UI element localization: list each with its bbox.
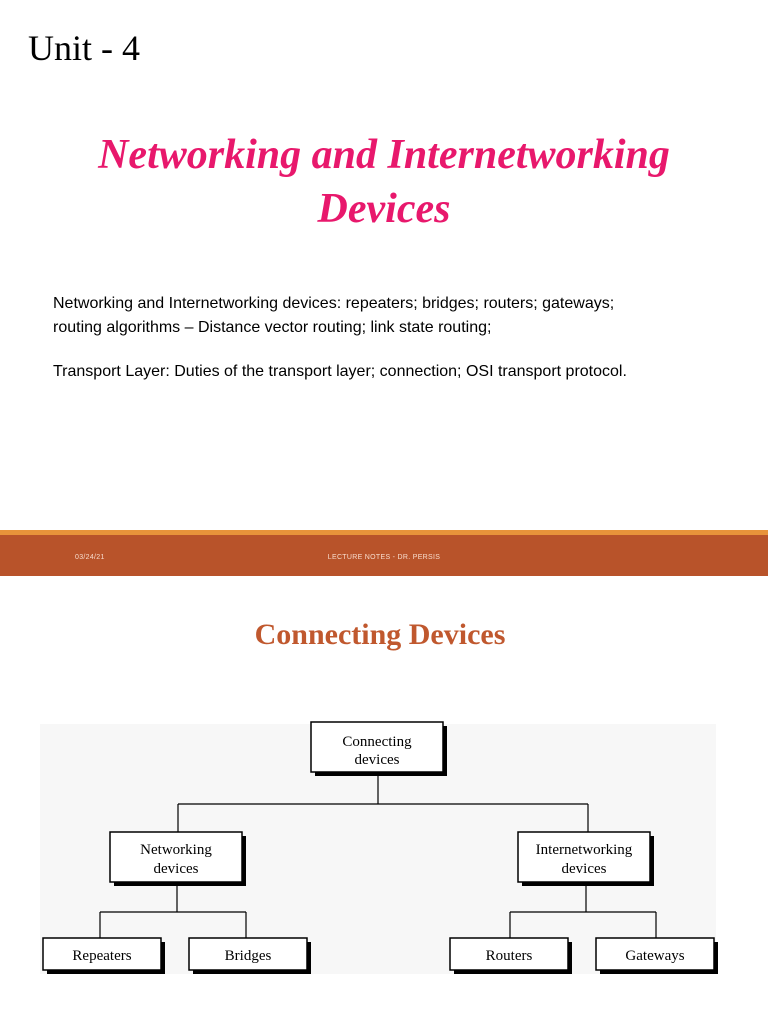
node-routers: Routers xyxy=(449,937,572,974)
node-bridges-label: Bridges xyxy=(225,948,272,964)
node-connecting-devices: Connecting devices xyxy=(310,721,447,776)
node-gateways: Gateways xyxy=(595,937,718,974)
node-internetworking-devices: Internetworking devices xyxy=(517,831,654,886)
node-repeaters: Repeaters xyxy=(42,937,165,974)
footer-date: 03/24/21 xyxy=(75,554,105,561)
node-networking-line-2: devices xyxy=(154,861,199,877)
main-title: Networking and Internetworking Devices xyxy=(0,128,768,236)
syllabus-line-3: Transport Layer: Duties of the transport… xyxy=(53,363,627,380)
node-bridges: Bridges xyxy=(188,937,311,974)
slide-footer: LECTURE NOTES - DR. PERSIS 03/24/21 xyxy=(0,530,768,576)
node-networking-line-1: Networking xyxy=(140,842,212,858)
main-title-line-2: Devices xyxy=(317,186,451,232)
node-routers-label: Routers xyxy=(486,948,533,964)
footer-accent-line xyxy=(0,530,768,535)
connecting-devices-diagram: Connecting devices Networking devices In… xyxy=(42,721,718,974)
node-repeaters-label: Repeaters xyxy=(72,948,131,964)
node-gateways-label: Gateways xyxy=(625,948,684,964)
slide-2-title: Connecting Devices xyxy=(254,618,506,651)
main-title-line-1: Networking and Internetworking xyxy=(98,132,670,178)
footer-notes: LECTURE NOTES - DR. PERSIS xyxy=(327,554,441,561)
node-connecting-devices-line-2: devices xyxy=(355,752,400,768)
node-internetworking-line-2: devices xyxy=(562,861,607,877)
node-networking-devices: Networking devices xyxy=(109,831,246,886)
slide-1: Unit - 4 Networking and Internetworking … xyxy=(0,28,768,384)
slide-2: Connecting Devices Connecting devices xyxy=(0,576,768,1024)
syllabus-text: Networking and Internetworking devices: … xyxy=(53,292,753,384)
syllabus-line-2: routing algorithms – Distance vector rou… xyxy=(53,319,492,336)
unit-title: Unit - 4 xyxy=(28,28,140,68)
diagram-connectors xyxy=(99,775,657,938)
node-connecting-devices-line-1: Connecting xyxy=(342,734,412,750)
syllabus-line-1: Networking and Internetworking devices: … xyxy=(53,295,615,312)
node-internetworking-line-1: Internetworking xyxy=(536,842,633,858)
